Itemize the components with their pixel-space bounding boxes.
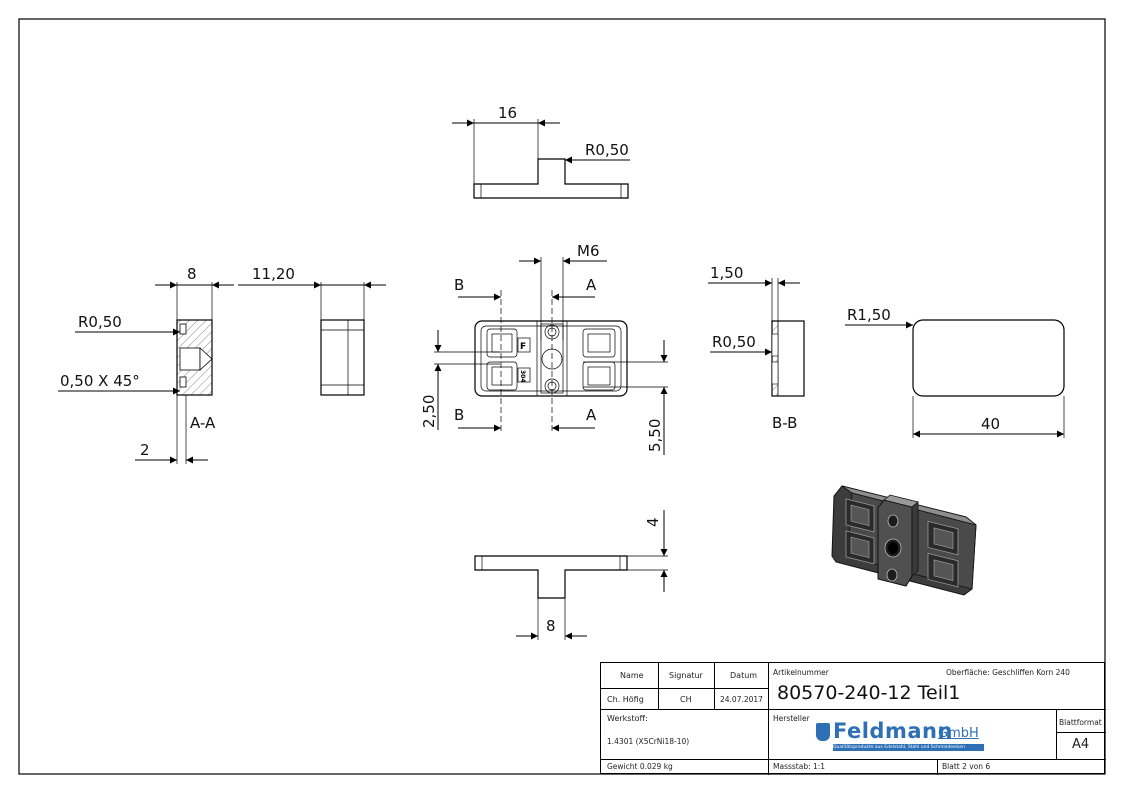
section-b-b: 1,50 R0,50 B-B	[708, 264, 805, 432]
material-label: Werkstoff:	[607, 714, 648, 723]
signature-value: CH	[680, 695, 692, 704]
dim-section-chamfer: 0,50 X 45°	[60, 372, 140, 390]
dim-bottom-width: 8	[546, 617, 556, 635]
article-number: 80570-240-12 Teil1	[777, 682, 961, 704]
title-block: Name Signatur Datum Ch. Höfig CH 24.07.2…	[600, 662, 1106, 775]
dim-section-radius: R0,50	[78, 313, 122, 331]
cut-a-bottom: A	[586, 406, 597, 424]
cut-b-top: B	[454, 276, 464, 294]
material-value: 1.4301 (X5CrNi18-10)	[607, 737, 690, 746]
article-label: Artikelnummer	[773, 668, 829, 677]
format-value: A4	[1072, 737, 1090, 752]
dim-section-width: 8	[187, 265, 197, 283]
cut-b-bottom: B	[454, 406, 464, 424]
outline-view: R1,50 40	[845, 306, 1065, 438]
label-section-a-a: A-A	[190, 414, 216, 432]
logo-mark-icon	[816, 723, 830, 741]
section-a-a: 8 R0,50 0,50 X 45° A-A 2	[58, 265, 234, 464]
drawing-frame	[18, 18, 1106, 775]
sheet-number: Blatt 2 von 6	[942, 762, 991, 771]
name-header: Name	[620, 671, 644, 680]
stamp-logo: F	[520, 342, 526, 352]
surface: Oberfläche: Geschliffen Korn 240	[946, 668, 1070, 677]
manufacturer-logo: Feldmann GmbH Qualitätsprodukte aus Edel…	[816, 719, 986, 753]
dim-side-width: 11,20	[252, 265, 295, 283]
format-label: Blattformat	[1059, 718, 1102, 727]
logo-suffix: GmbH	[938, 726, 979, 741]
bottom-view: 4 8	[474, 510, 668, 640]
logo-tagline: Qualitätsprodukte aus Edelstahl, Stahl u…	[833, 744, 984, 751]
name-value: Ch. Höfig	[607, 695, 644, 704]
dim-thread: M6	[577, 242, 600, 260]
dim-outline-radius: R1,50	[847, 306, 891, 324]
isometric-view	[831, 485, 977, 596]
front-view: F 304 B B A A M6 2,50 5,50	[420, 242, 668, 455]
scale: Massstab: 1:1	[773, 762, 826, 771]
dim-outline-length: 40	[981, 415, 1000, 433]
dim-top-radius: R0,50	[585, 141, 629, 159]
manufacturer-label: Hersteller	[773, 714, 810, 723]
logo-name: Feldmann	[833, 719, 953, 743]
cut-a-top: A	[586, 276, 597, 294]
side-view: 11,20	[238, 265, 386, 396]
signature-header: Signatur	[669, 671, 703, 680]
stamp-grade: 304	[519, 370, 526, 383]
top-view: 16 R0,50	[452, 104, 630, 199]
date-header: Datum	[730, 671, 758, 680]
dim-bb-radius: R0,50	[712, 333, 756, 351]
dim-top-width: 16	[498, 104, 517, 122]
dim-bottom-height: 4	[644, 517, 662, 527]
dim-section-min: 2	[140, 441, 150, 459]
dim-height: 5,50	[646, 419, 664, 452]
dim-bb-width: 1,50	[710, 264, 743, 282]
weight: Gewicht 0.029 kg	[607, 762, 673, 771]
dim-offset: 2,50	[420, 395, 438, 428]
label-section-b-b: B-B	[772, 414, 797, 432]
date-value: 24.07.2017	[720, 695, 763, 704]
